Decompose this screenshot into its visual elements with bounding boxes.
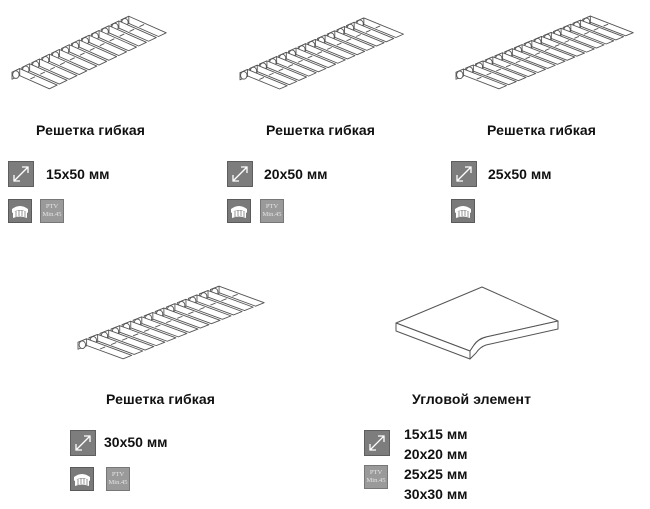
size-icon — [451, 161, 477, 187]
grating-groove — [278, 68, 284, 72]
grating-groove — [79, 52, 85, 56]
grating-groove — [69, 57, 75, 61]
flexible-curve-icon — [70, 467, 94, 491]
size-icon — [227, 161, 253, 187]
size-icon — [70, 430, 96, 456]
grating-groove — [486, 72, 492, 76]
grating-groove — [583, 31, 589, 35]
grating-groove — [375, 25, 381, 29]
grating-groove — [535, 52, 541, 56]
size-label: 25x25 мм — [404, 466, 468, 482]
flexible-curve-icon — [8, 199, 32, 223]
ptv-badge: PTV Min.45 — [40, 199, 64, 223]
grating-groove — [119, 33, 125, 37]
size-label: 15x50 мм — [46, 166, 110, 182]
grating-groove — [155, 324, 161, 328]
grating-groove — [326, 46, 332, 50]
grating-link — [12, 70, 20, 79]
grating-groove — [121, 337, 128, 341]
grating-groove — [346, 38, 352, 42]
grating-groove — [288, 64, 294, 67]
grating-groove — [593, 27, 599, 31]
grating-link — [456, 70, 464, 80]
grating-illustration — [4, 6, 174, 98]
grating-groove — [166, 320, 172, 324]
flexible-curve-icon — [451, 199, 475, 223]
grating-groove — [139, 24, 145, 28]
grating-illustration — [448, 6, 643, 98]
size-label: 20x20 мм — [404, 446, 468, 462]
grating-groove — [515, 60, 521, 64]
corner-element-illustration — [394, 285, 562, 365]
size-label: 15x15 мм — [404, 426, 468, 442]
grating-groove — [259, 77, 265, 80]
grating-groove — [356, 34, 361, 37]
grating-groove — [110, 342, 117, 346]
grating-illustration — [232, 8, 412, 98]
grating-groove — [221, 298, 227, 302]
flexible-curve-icon — [227, 199, 251, 223]
grating-groove — [30, 76, 36, 80]
grating-groove — [232, 293, 238, 297]
grating-groove — [99, 346, 106, 350]
ptv-badge: PTV Min.45 — [260, 199, 284, 223]
grating-groove — [554, 44, 560, 47]
size-label: 20x50 мм — [264, 166, 328, 182]
product-title: Решетка гибкая — [106, 391, 216, 407]
ptv-badge: PTV Min.45 — [106, 467, 130, 491]
grating-groove — [177, 315, 183, 319]
grating-groove — [496, 68, 502, 72]
grating-groove — [109, 38, 115, 42]
grating-groove — [99, 43, 105, 47]
grating-groove — [574, 35, 580, 39]
grating-groove — [188, 311, 194, 315]
grating-groove — [505, 64, 511, 68]
grating-groove — [476, 76, 482, 80]
size-list: 15x15 мм 20x20 мм 25x25 мм 30x30 мм — [404, 424, 468, 504]
size-label: 30x50 мм — [104, 434, 168, 450]
grating-groove — [603, 23, 609, 27]
grating-groove — [40, 71, 46, 75]
grating-link — [240, 71, 248, 80]
grating-groove — [144, 328, 150, 332]
grating-groove — [199, 307, 205, 310]
grating-groove — [544, 48, 550, 51]
grating-groove — [365, 29, 371, 33]
grating-groove — [336, 42, 342, 46]
grating-groove — [307, 55, 313, 59]
grating-groove — [297, 59, 303, 63]
product-title: Угловой элемент — [412, 391, 532, 407]
size-label: 25x50 мм — [488, 166, 552, 182]
size-label: 30x30 мм — [404, 486, 468, 502]
grating-groove — [525, 56, 531, 60]
grating-illustration — [70, 276, 275, 368]
grating-groove — [59, 62, 65, 66]
grating-groove — [564, 40, 570, 43]
product-title: Решетка гибкая — [36, 122, 146, 138]
product-title: Решетка гибкая — [266, 122, 376, 138]
ptv-badge: PTV Min.45 — [364, 465, 388, 489]
grating-groove — [89, 47, 95, 51]
grating-groove — [132, 333, 139, 337]
grating-groove — [317, 51, 323, 55]
size-icon — [364, 430, 390, 456]
product-title: Решетка гибкая — [487, 122, 597, 138]
grating-groove — [210, 302, 216, 306]
grating-groove — [129, 28, 135, 32]
grating-groove — [268, 72, 274, 76]
grating-groove — [50, 66, 56, 70]
size-icon — [8, 161, 34, 187]
grating-link — [78, 340, 86, 349]
